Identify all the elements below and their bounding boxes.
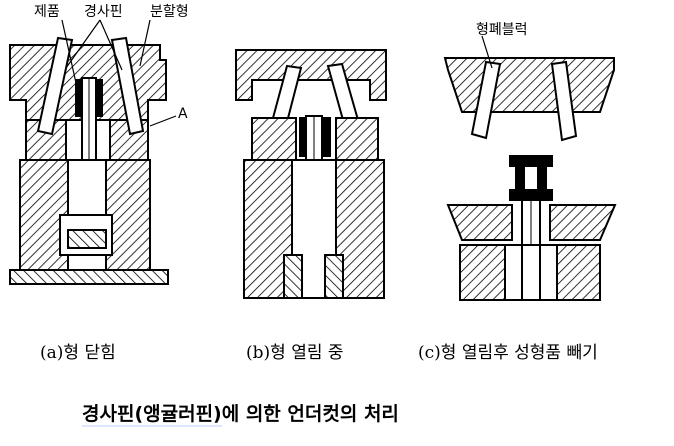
product: [509, 155, 553, 167]
fixed-block: [235, 49, 387, 101]
caption-b: (b)형 열림 중: [246, 343, 344, 363]
split-mold-left: [251, 117, 297, 161]
figure-title-main: 경사핀(앵귤러핀): [82, 403, 222, 427]
leader-lines: [61, 19, 493, 127]
angular-pin-right: [110, 36, 145, 136]
angular-pin-left: [470, 60, 502, 140]
mold-block: [443, 57, 615, 113]
mold-block-label: 형폐블럭: [476, 22, 528, 38]
ejector-plate: [9, 269, 169, 285]
angular-pin-label: 경사핀: [84, 4, 123, 20]
panel-c-ejection: [443, 57, 617, 301]
figure-title-rest: 에 의한 언더컷의 처리: [221, 403, 399, 425]
angular-pin-left: [36, 36, 74, 136]
split-mold-right: [549, 204, 617, 241]
split-mold-label: 분할형: [150, 4, 189, 20]
split-mold-left: [446, 204, 513, 241]
split-mold-right: [335, 117, 379, 161]
point-a-label: A: [178, 106, 188, 122]
caption-c: (c)형 열림후 성형품 빼기: [418, 343, 598, 363]
figure-title: 경사핀(앵귤러핀)에 의한 언더컷의 처리: [82, 402, 399, 427]
product-label: 제품: [34, 4, 60, 20]
panel-b-mold-opening: [235, 49, 387, 299]
angular-pin-right: [550, 60, 578, 142]
panel-a-mold-closed: [9, 36, 169, 285]
caption-a: (a)형 닫힘: [40, 343, 116, 363]
